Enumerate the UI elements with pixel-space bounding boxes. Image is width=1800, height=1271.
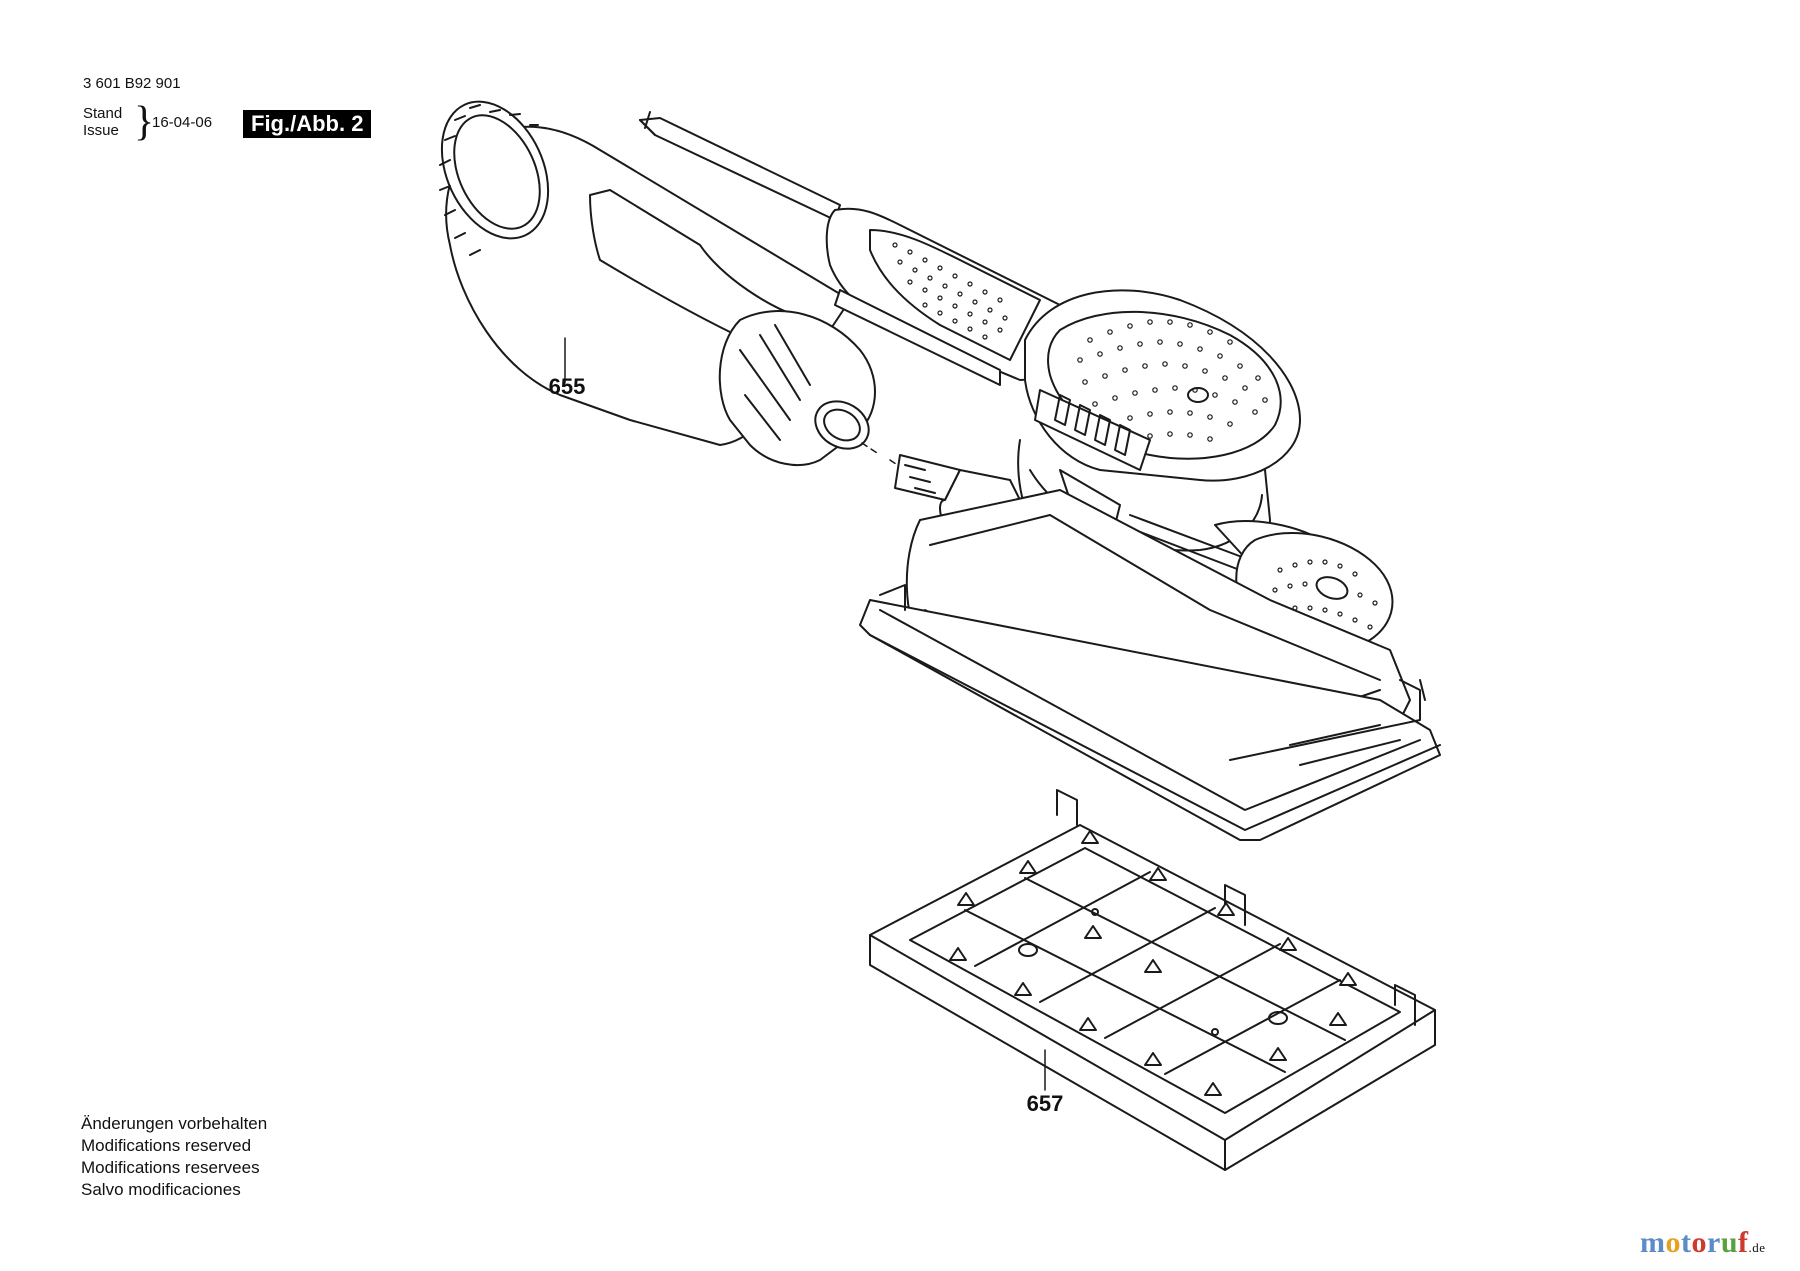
- logo-suffix: .de: [1748, 1240, 1766, 1255]
- logo-letter: t: [1681, 1226, 1692, 1259]
- note-line: Salvo modificaciones: [81, 1180, 241, 1199]
- sanding-plate-part: [869, 789, 1436, 1171]
- logo-letter: r: [1707, 1226, 1721, 1259]
- note-line: Modifications reserved: [81, 1136, 252, 1155]
- note-line: Modifications reservees: [81, 1158, 260, 1177]
- logo-letter: m: [1640, 1226, 1666, 1259]
- issue-label: Issue: [83, 122, 119, 139]
- note-line: Änderungen vorbehalten: [81, 1114, 268, 1133]
- modifications-notice: Änderungen vorbehalten Modifications res…: [81, 1113, 267, 1201]
- sander-body: [639, 111, 1441, 841]
- stand-issue-label: Stand Issue: [83, 105, 122, 139]
- part-label-655: 655: [549, 374, 586, 399]
- motoruf-watermark-logo: motoruf.de: [1640, 1226, 1766, 1260]
- stand-label: Stand: [83, 105, 123, 122]
- issue-date: 16-04-06: [152, 114, 213, 131]
- logo-letter: u: [1720, 1226, 1739, 1259]
- part-label-657: 657: [1027, 1091, 1064, 1116]
- dust-box-part: [439, 100, 906, 471]
- figure-badge: Fig./Abb. 2: [243, 110, 372, 138]
- brace-glyph: }: [134, 99, 155, 145]
- document-number: 3 601 B92 901: [83, 75, 181, 92]
- logo-letter: o: [1691, 1226, 1707, 1259]
- logo-letter: f: [1738, 1226, 1749, 1259]
- logo-letter: o: [1665, 1226, 1681, 1259]
